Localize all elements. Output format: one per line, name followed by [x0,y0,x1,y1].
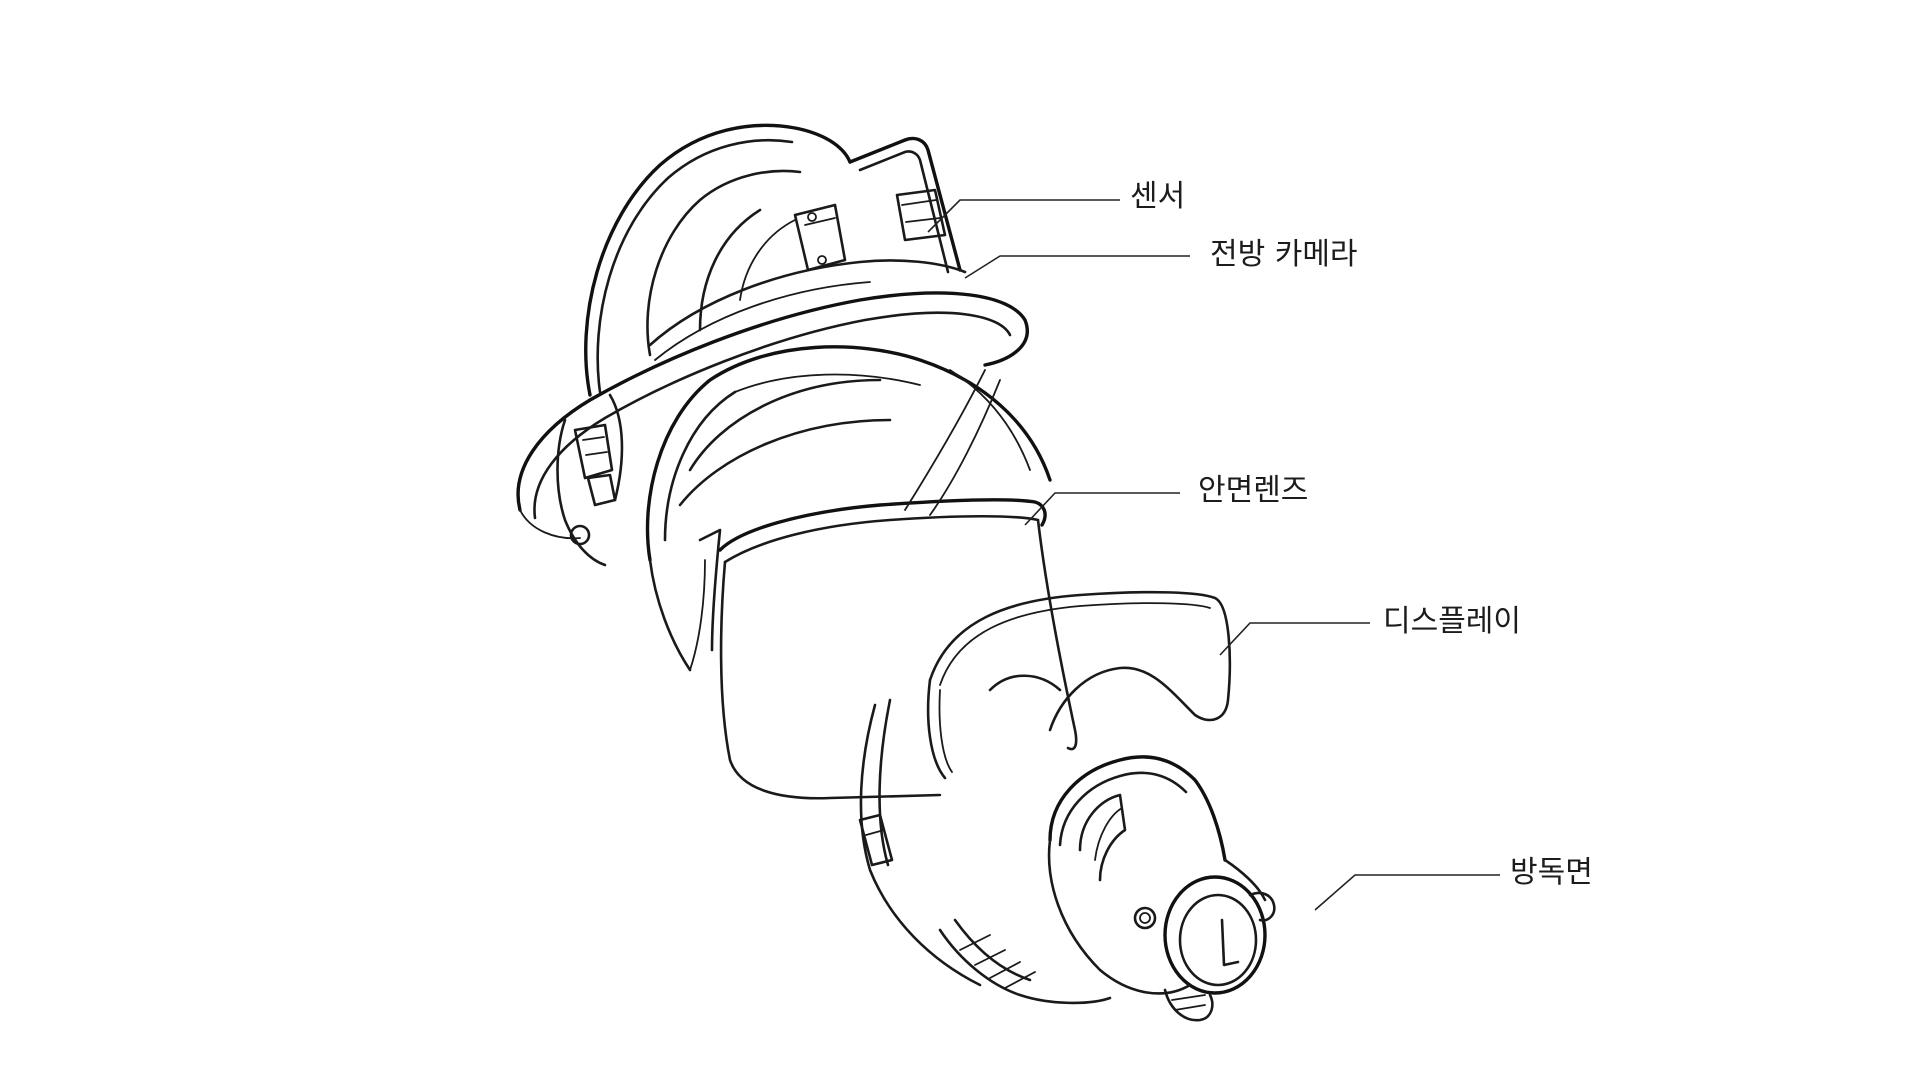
helmet-liner [645,345,1052,672]
display-shape [926,590,1232,780]
leader-gas-mask [1314,874,1500,911]
leader-front-camera [964,255,1190,279]
leader-sensor [927,199,1120,233]
leader-face-lens [1024,492,1180,526]
gas-mask-shape [1047,755,1276,1022]
face-lens-shape [718,369,1078,800]
leader-display [1219,622,1370,656]
label-display: 디스플레이 [1383,604,1521,639]
leader-lines [927,199,1500,911]
label-face-lens: 안면렌즈 [1198,473,1309,508]
helmet-shell [516,123,1029,567]
strap-shape [858,698,1112,1005]
label-sensor: 센서 [1130,179,1186,214]
label-front-camera: 전방 카메라 [1210,237,1358,272]
label-gas-mask: 방독면 [1510,855,1593,890]
